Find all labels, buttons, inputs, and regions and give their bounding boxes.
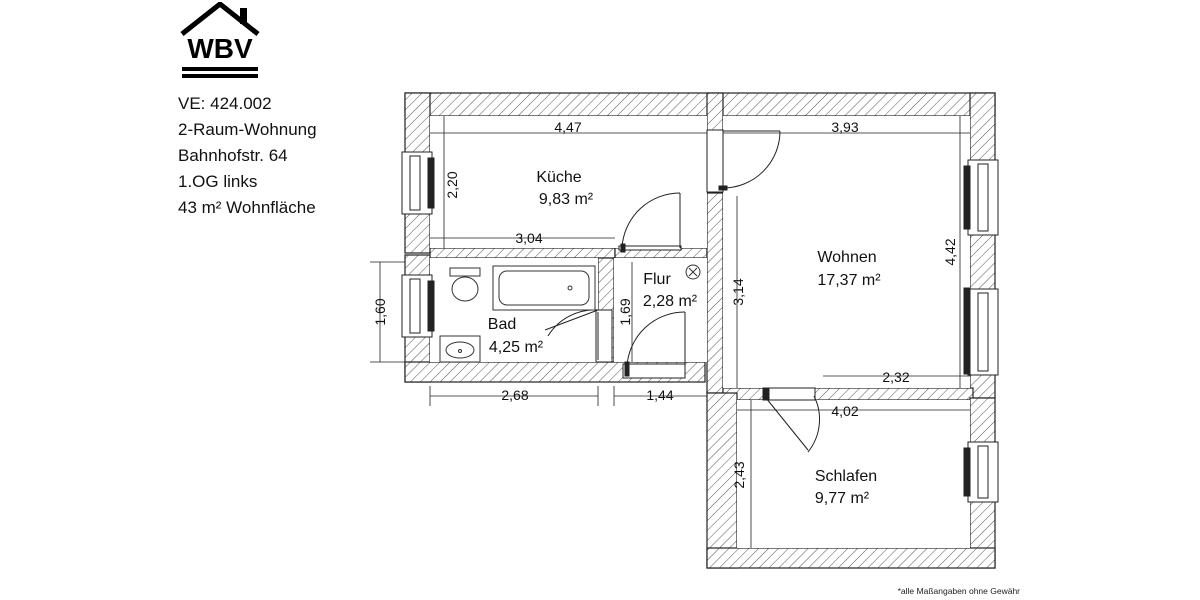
dim-wohnen-lower: 2,32 xyxy=(882,369,909,385)
meter-icon xyxy=(685,264,701,280)
dim-flur-wall: 3,14 xyxy=(730,278,746,305)
living-area: 43 m² Wohnfläche xyxy=(178,198,316,217)
room-name-flur: Flur xyxy=(643,271,671,288)
disclaimer-note: *alle Maßangaben ohne Gewähr xyxy=(897,586,1020,596)
door-schlafen xyxy=(762,387,821,453)
dim-flur-height: 1,69 xyxy=(617,298,633,325)
window-wohnen-lower xyxy=(963,287,999,376)
doors xyxy=(544,129,821,453)
dim-wohnen-depth: 4,42 xyxy=(942,238,958,265)
room-labels: Küche 9,83 m² Flur 2,28 m² Bad 4,25 m² W… xyxy=(488,169,881,507)
dim-bad-width: 2,68 xyxy=(501,387,528,403)
dim-bad-height: 1,60 xyxy=(372,298,388,325)
bathtub-icon xyxy=(492,265,596,311)
window-kueche xyxy=(401,151,435,215)
room-name-wohnen: Wohnen xyxy=(817,249,876,266)
dim-kueche-depth: 2,20 xyxy=(444,171,460,198)
sink-icon xyxy=(439,335,481,363)
apartment-type: 2-Raum-Wohnung xyxy=(178,120,317,139)
street-address: Bahnhofstr. 64 xyxy=(178,146,288,165)
dim-wohnen-width: 3,93 xyxy=(831,119,858,135)
dim-flur-width: 1,44 xyxy=(646,387,673,403)
door-wohnen xyxy=(706,129,781,193)
dim-kueche-width: 4,47 xyxy=(554,119,581,135)
room-area-kueche: 9,83 m² xyxy=(539,191,594,208)
ve-number: VE: 424.002 xyxy=(178,94,272,113)
room-area-flur: 2,28 m² xyxy=(643,293,698,310)
window-bad xyxy=(401,274,435,338)
apartment-info: VE: 424.002 2-Raum-Wohnung Bahnhofstr. 6… xyxy=(178,91,317,221)
dim-kueche-lower: 3,04 xyxy=(515,230,542,246)
room-name-schlafen: Schlafen xyxy=(815,468,877,485)
room-name-bad: Bad xyxy=(488,316,516,333)
window-wohnen-upper xyxy=(963,159,999,236)
room-area-schlafen: 9,77 m² xyxy=(815,490,870,507)
toilet-icon xyxy=(449,267,481,302)
windows xyxy=(401,151,999,503)
door-kueche xyxy=(618,192,682,253)
dimension-lines xyxy=(370,116,970,548)
room-interiors xyxy=(430,116,970,548)
room-area-wohnen: 17,37 m² xyxy=(817,272,881,289)
room-area-bad: 4,25 m² xyxy=(489,339,544,356)
room-name-kueche: Küche xyxy=(536,169,581,186)
window-schlafen xyxy=(963,441,999,503)
dimension-labels: 4,47 3,93 3,04 2,32 2,68 1,44 4,02 2,20 … xyxy=(372,119,958,489)
wbv-logo: WBV xyxy=(178,0,262,80)
fixtures xyxy=(439,264,701,363)
floor-location: 1.OG links xyxy=(178,172,258,191)
dim-schlafen-width: 4,02 xyxy=(831,403,858,419)
door-flur xyxy=(622,311,686,379)
dim-schlafen-depth: 2,43 xyxy=(731,461,747,488)
logo-lettering: WBV xyxy=(187,33,253,64)
